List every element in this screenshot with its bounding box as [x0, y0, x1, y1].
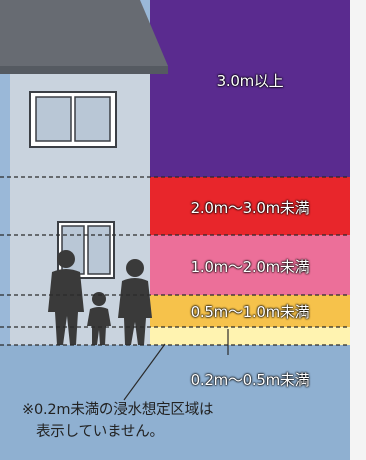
- page-edge: [350, 0, 366, 460]
- band-02-05m: [150, 327, 350, 345]
- house-roof-top: [0, 0, 168, 74]
- leader-lines: [123, 329, 229, 401]
- footnote-line-2: 表示していません。: [36, 424, 164, 440]
- lower-window: [57, 221, 115, 279]
- label-05-1m: 0.5m～1.0m未満: [190, 303, 310, 321]
- ground: [0, 345, 350, 460]
- upper-window: [29, 91, 117, 148]
- depth-lines: [0, 176, 350, 346]
- label-1-2m: 1.0m～2.0m未満: [190, 258, 310, 276]
- band-05-1m: [150, 295, 350, 327]
- label-3m-plus: 3.0m以上: [216, 72, 284, 90]
- band-2-3m: [150, 177, 350, 235]
- footnote-line-1: ※0.2m未満の浸水想定区域は: [22, 402, 214, 418]
- label-02-05m: 0.2m～0.5m未満: [190, 371, 310, 389]
- band-3m-plus: [150, 0, 350, 177]
- band-1-2m: [150, 235, 350, 295]
- footnote: ※0.2m未満の浸水想定区域は 表示していません。: [22, 399, 340, 443]
- label-2-3m: 2.0m～3.0m未満: [190, 199, 310, 217]
